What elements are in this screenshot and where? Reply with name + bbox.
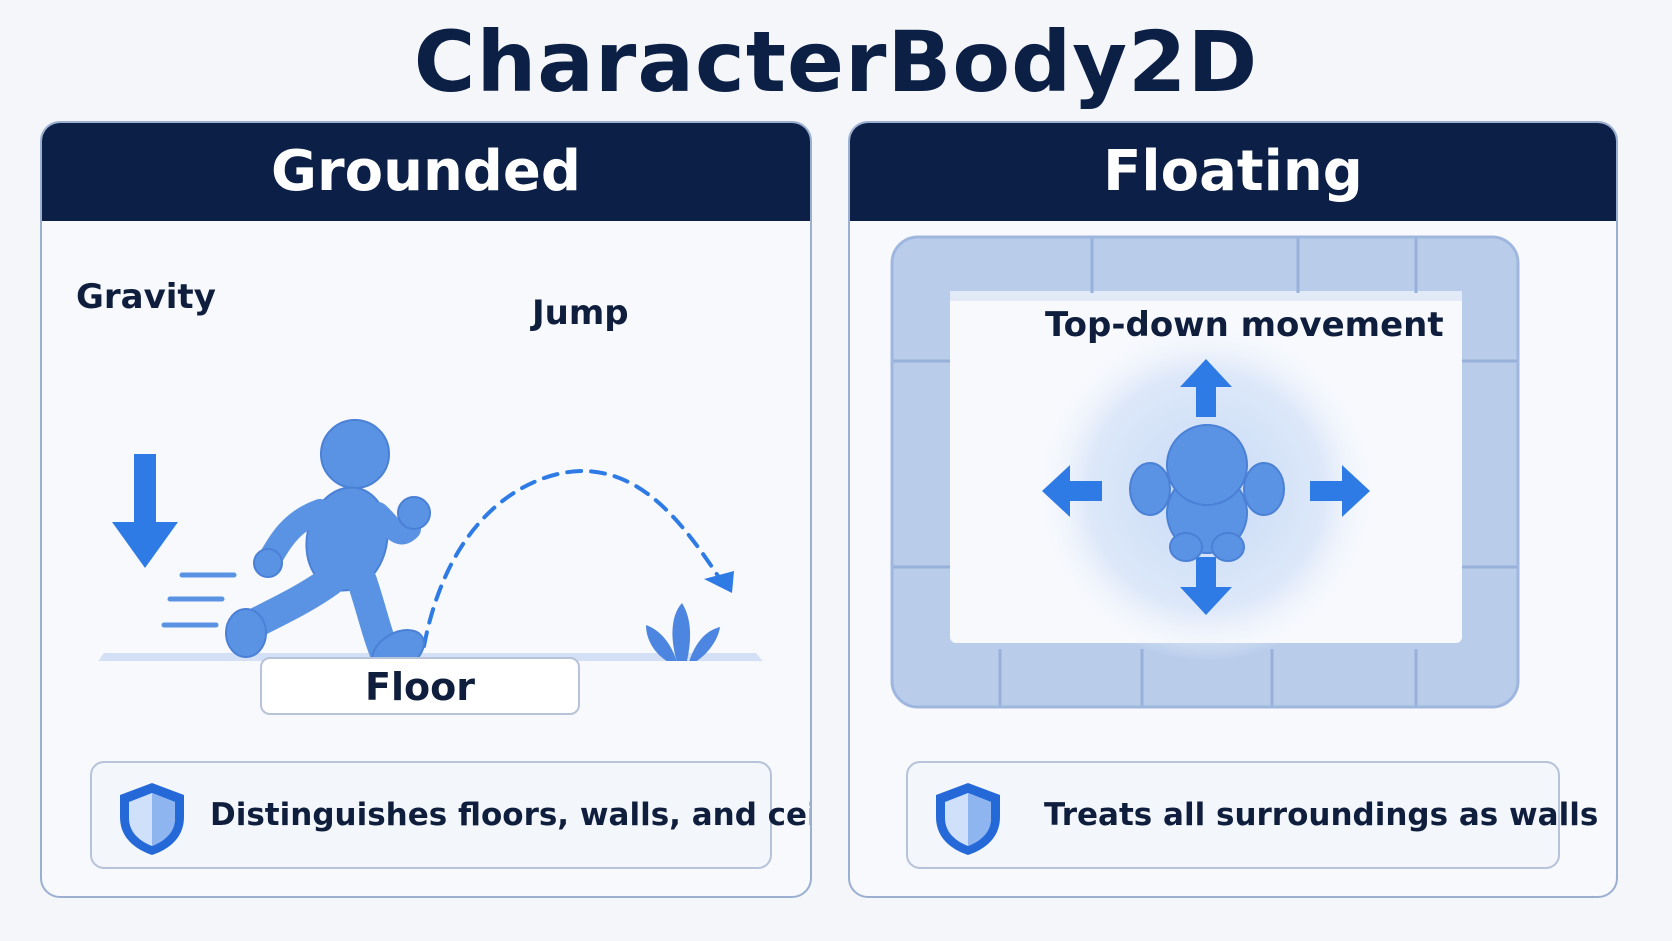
speed-lines-icon <box>161 572 237 628</box>
floating-panel: Floating <box>848 121 1618 898</box>
diagram-title: CharacterBody2D <box>413 13 1259 111</box>
floor-label: Floor <box>260 657 580 715</box>
grounded-note: Distinguishes floors, walls, and ceiling… <box>90 761 810 869</box>
jump-arc <box>422 468 722 648</box>
running-character-icon <box>225 419 431 661</box>
floating-note: Treats all surroundings as walls <box>906 761 1598 869</box>
direction-arrows-icon <box>1042 359 1370 615</box>
shield-icon <box>120 783 184 855</box>
shield-icon <box>936 783 1000 855</box>
floating-note-text: Treats all surroundings as walls <box>1044 797 1599 833</box>
gravity-label: Gravity <box>76 277 216 317</box>
jump-label: Jump <box>532 293 629 333</box>
topdown-character-icon <box>1129 424 1285 562</box>
grounded-panel: Grounded <box>40 121 812 898</box>
gravity-arrow-icon <box>112 454 178 568</box>
grounded-header: Grounded <box>42 123 810 221</box>
plant-icon <box>646 603 720 661</box>
floating-header: Floating <box>850 123 1616 221</box>
topdown-movement-label: Top-down movement <box>1045 305 1444 345</box>
grounded-note-text: Distinguishes floors, walls, and ceiling… <box>210 797 810 833</box>
floating-scene <box>890 235 1520 709</box>
grounded-scene <box>98 419 763 661</box>
jump-arrowhead-icon <box>704 571 734 593</box>
